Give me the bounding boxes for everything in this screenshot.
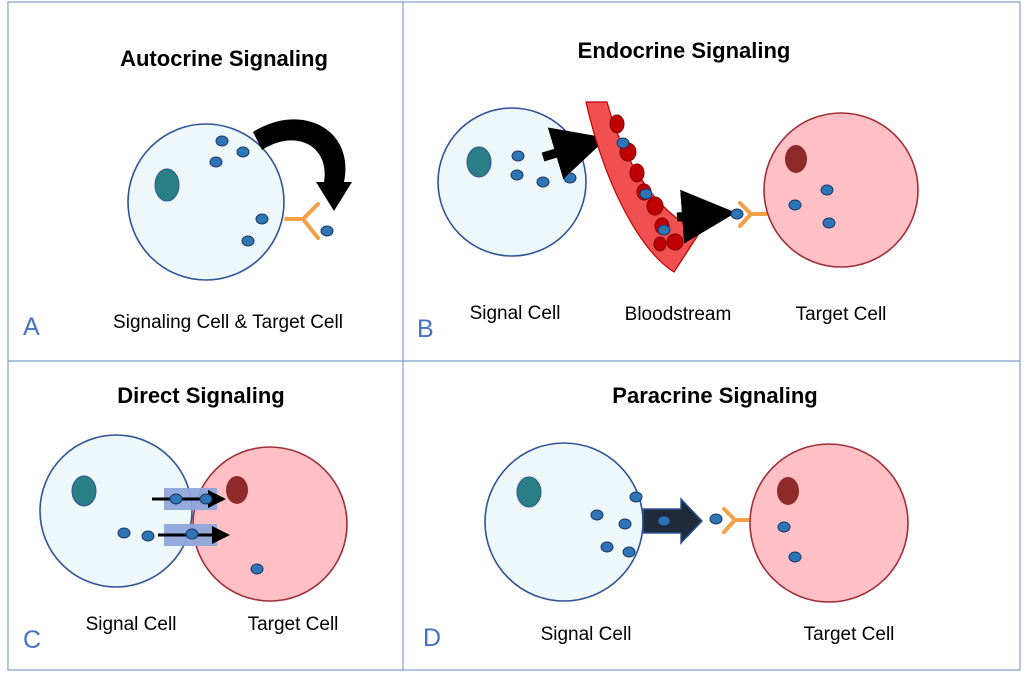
panel-d-title: Paracrine Signaling	[612, 383, 818, 408]
receptor	[738, 201, 768, 228]
panel-b-blood-label: Bloodstream	[624, 304, 732, 325]
panel-d-target-label: Target Cell	[803, 624, 895, 645]
signal-molecules	[590, 491, 723, 558]
nucleus	[154, 168, 180, 202]
signal-molecules	[510, 150, 577, 188]
bloodstream-molecules	[616, 137, 671, 236]
target-cell	[749, 443, 909, 603]
free-molecule	[730, 208, 744, 220]
panel-a-label: Signaling Cell & Target Cell	[113, 312, 343, 333]
signal-cell	[39, 434, 193, 588]
autocrine-loop-arrow	[253, 119, 352, 211]
panel-d-graphics	[484, 442, 909, 603]
signal-nucleus	[516, 476, 542, 508]
target-nucleus	[785, 145, 807, 173]
signal-molecules	[117, 493, 264, 575]
arrow-to-target	[676, 189, 736, 244]
panel-grid	[7, 1, 1021, 671]
target-cell	[763, 112, 919, 268]
signaling-target-cell	[127, 123, 285, 281]
panel-d-signal-label: Signal Cell	[540, 624, 632, 645]
paracrine-arrow	[642, 497, 704, 545]
panel-b-graphics	[437, 101, 919, 273]
target-nucleus	[777, 477, 799, 505]
signal-nucleus	[466, 146, 492, 178]
target-molecules	[788, 184, 836, 229]
panel-b-signal-label: Signal Cell	[469, 303, 561, 324]
panel-a-title: Autocrine Signaling	[120, 46, 328, 71]
panel-b-target-label: Target Cell	[795, 304, 887, 325]
panel-d-letter: D	[423, 624, 442, 652]
receptor	[722, 507, 752, 534]
panel-b-title: Endocrine Signaling	[577, 38, 791, 63]
receptor	[284, 202, 320, 240]
panel-c-graphics	[39, 434, 348, 602]
panel-a-letter: A	[23, 313, 40, 341]
panel-c-signal-label: Signal Cell	[85, 614, 177, 635]
arrow-to-bloodstream	[541, 127, 608, 180]
panel-b-letter: B	[417, 315, 434, 343]
panel-a-graphics	[127, 119, 352, 281]
target-molecules	[777, 521, 802, 563]
panel-c-target-label: Target Cell	[247, 614, 339, 635]
target-nucleus	[226, 476, 248, 504]
signal-nucleus	[71, 475, 97, 507]
panel-c-title: Direct Signaling	[117, 383, 285, 408]
signal-molecules	[209, 135, 334, 247]
signal-cell	[437, 107, 587, 257]
panel-c-letter: C	[23, 626, 42, 654]
